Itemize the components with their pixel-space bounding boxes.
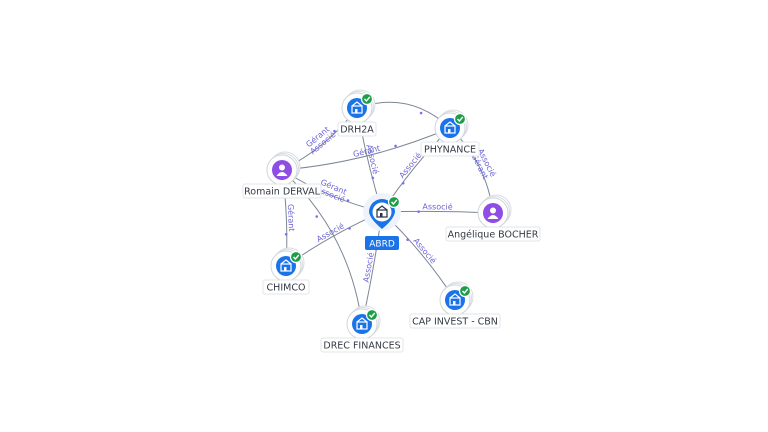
edge-arrow-icon	[371, 176, 375, 180]
node-chimco[interactable]: CHIMCO	[262, 247, 310, 295]
edge-arrow-icon	[284, 232, 288, 236]
node-label: Angélique BOCHER	[448, 230, 539, 241]
person-icon	[276, 164, 288, 176]
company-icon	[351, 101, 363, 114]
edge-arrow-icon	[346, 199, 350, 202]
center-label-box	[365, 236, 399, 250]
node-label: PHYNANCE	[424, 145, 476, 156]
verified-check-icon	[458, 284, 472, 298]
nodes-layer: DRH2A PHYNANCE Romain DERVAL Angélique BOCH…	[242, 89, 541, 353]
edge-label: Associé	[397, 150, 424, 180]
edge-arrow-icon	[394, 144, 397, 148]
edge-arrow-icon	[401, 181, 405, 185]
edge-arrow-icon	[417, 210, 420, 213]
edge-label: Associé	[411, 236, 438, 266]
node-label-box	[242, 183, 322, 199]
node-label-box	[445, 226, 541, 242]
edge-arrow-icon	[333, 129, 336, 133]
center-label: ABRD	[369, 240, 395, 250]
verified-check-icon	[289, 250, 303, 264]
node-label: CAP INVEST - CBN	[412, 317, 498, 328]
edge-arrow-icon	[406, 238, 409, 242]
company-icon	[280, 259, 292, 272]
verified-check-icon	[360, 92, 374, 106]
node-label-box	[337, 121, 377, 137]
node-label: CHIMCO	[267, 283, 306, 294]
node-drh2a[interactable]: DRH2A	[337, 89, 377, 137]
node-label: DREC FINANCES	[323, 341, 400, 352]
company-icon	[444, 121, 456, 134]
node-capinvest[interactable]: CAP INVEST - CBN	[409, 281, 501, 329]
company-icon	[449, 293, 461, 306]
person-icon	[487, 207, 499, 219]
verified-check-icon	[365, 308, 379, 322]
center-node[interactable]: ABRD	[363, 193, 401, 250]
node-romain[interactable]: Romain DERVAL	[242, 151, 322, 199]
company-icon	[356, 317, 368, 330]
node-phynance[interactable]: PHYNANCE	[420, 109, 480, 157]
edge-arrow-icon	[348, 227, 351, 230]
edge-label: Associé	[422, 201, 452, 211]
node-label: Romain DERVAL	[244, 187, 321, 198]
edge-arrow-icon	[315, 215, 319, 218]
node-drec[interactable]: DREC FINANCES	[320, 305, 404, 353]
node-label-box	[420, 141, 480, 157]
verified-check-icon	[387, 195, 401, 209]
node-angelique[interactable]: Angélique BOCHER	[445, 194, 541, 242]
edge-arrow-icon	[419, 111, 423, 115]
verified-check-icon	[453, 112, 467, 126]
node-label-box	[409, 313, 501, 329]
node-label: DRH2A	[340, 125, 374, 136]
node-label-box	[320, 337, 404, 353]
node-label-box	[262, 279, 310, 295]
edge-label: Gérant	[286, 204, 297, 232]
company-icon	[376, 205, 388, 218]
